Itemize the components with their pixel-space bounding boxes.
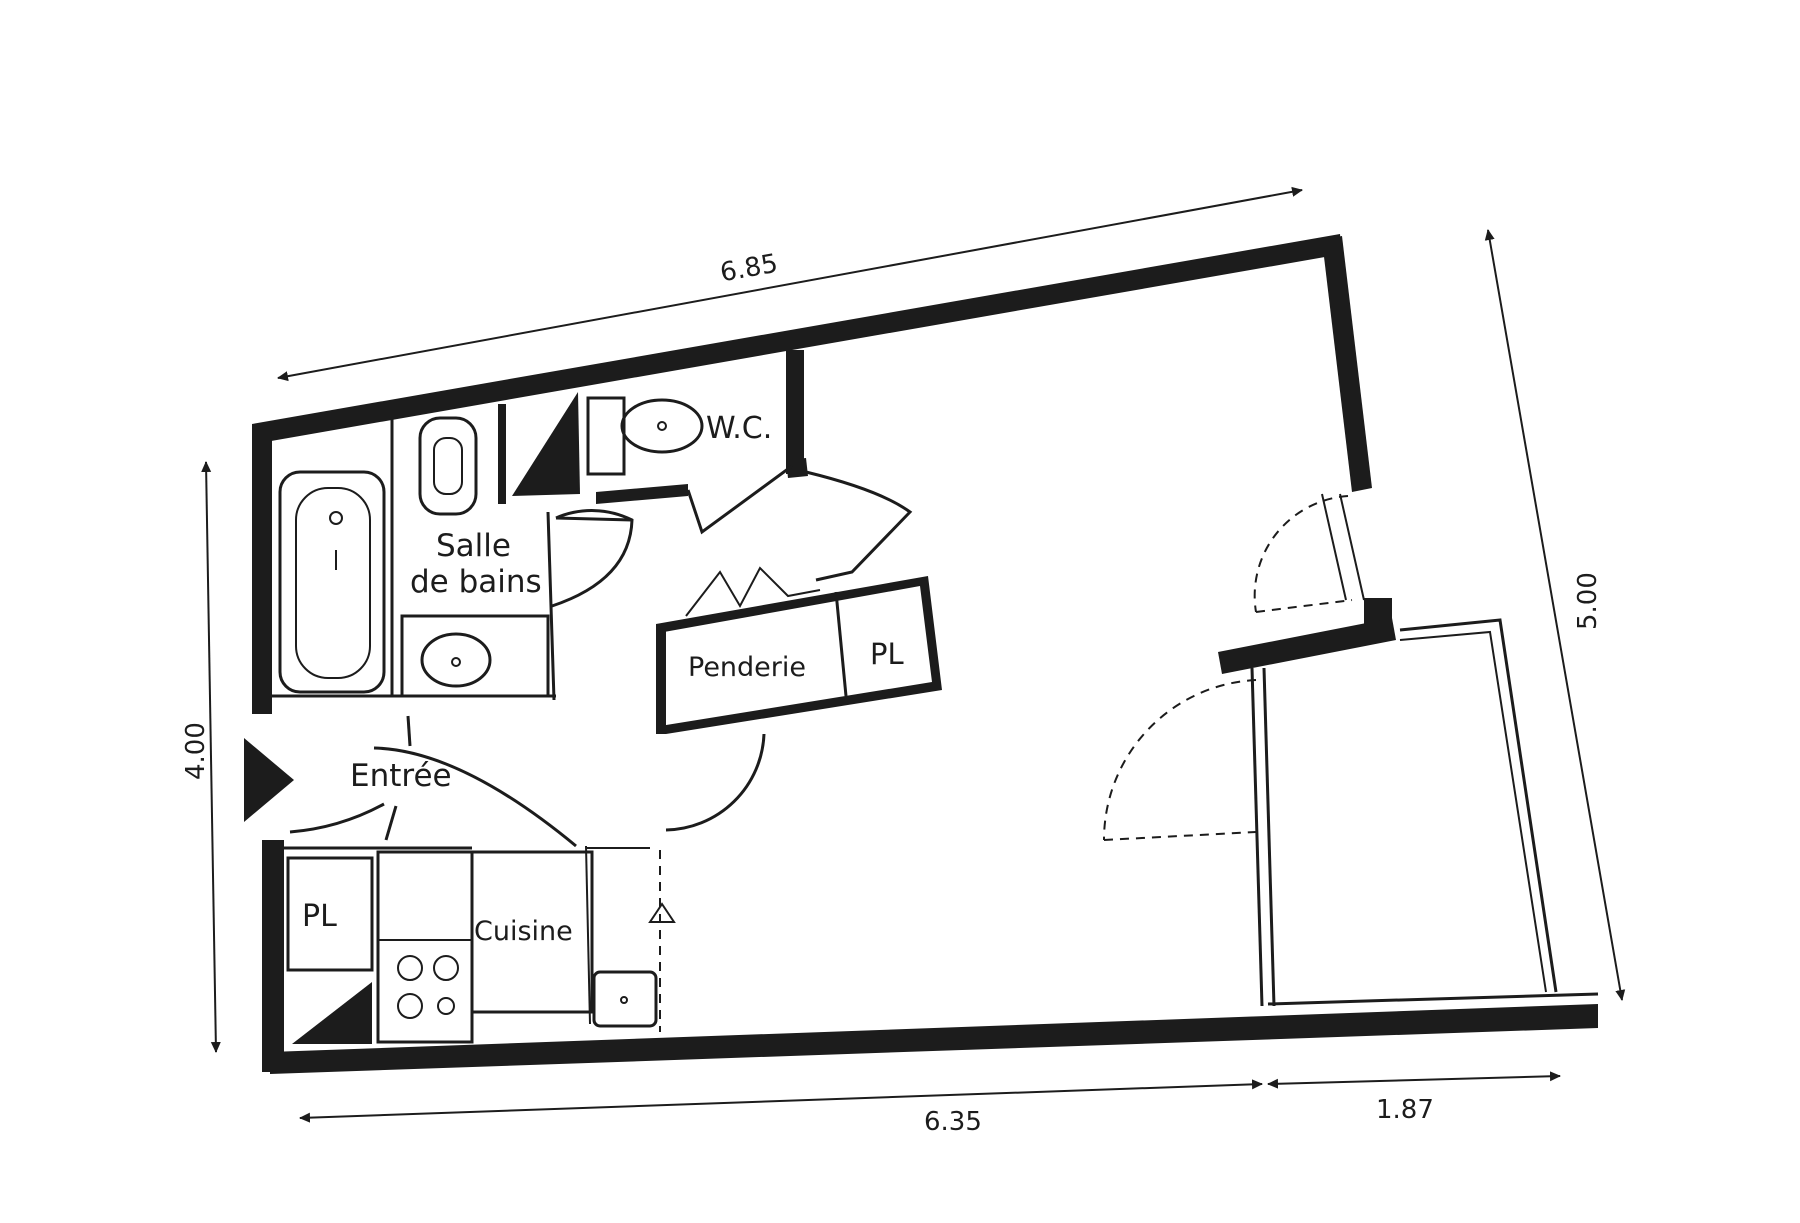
dim-label-left: 4.00 — [181, 722, 211, 780]
bathroom: Salle de bains — [272, 392, 634, 701]
balcony-railing-inner — [1399, 630, 1547, 993]
entrance-arrow-icon — [244, 738, 294, 822]
outer-walls — [252, 234, 1598, 1074]
entrance-door-arc-lower — [289, 802, 385, 834]
bathtub-inner — [295, 487, 371, 679]
wc-wall-bottom — [596, 484, 688, 504]
dimension-lines: 6.85 5.00 4.00 6.35 1.87 — [181, 186, 1626, 1137]
cupboard-upper-label: PL — [870, 637, 904, 671]
wall-balcony-divider — [1218, 618, 1396, 674]
cupboard-lower — [286, 856, 374, 972]
kitchen-shaft — [292, 982, 372, 1044]
dim-line-right — [1484, 229, 1626, 1001]
wardrobe-divider — [834, 591, 848, 697]
entrance-door-arc — [373, 746, 577, 848]
wardrobe-outline — [656, 576, 942, 734]
door-swings — [659, 495, 1353, 1032]
bathroom-label-line1: Salle — [436, 528, 511, 564]
wall-bottom — [270, 1004, 1598, 1074]
wall-right-upper — [1322, 236, 1372, 492]
dim-line-left — [201, 461, 221, 1053]
wc-label: W.C. — [706, 411, 772, 446]
wall-left-lower — [262, 840, 284, 1072]
kitchen-triangle-icon — [648, 902, 676, 923]
door-swing-balcony-upper — [1253, 495, 1349, 613]
wc-room: W.C. — [586, 350, 913, 582]
hob-ring-1 — [397, 955, 423, 981]
window-right-jamb — [1339, 493, 1365, 601]
wc-drain-icon — [657, 421, 667, 431]
dim-line-top — [277, 186, 1303, 382]
hob-ring-4 — [437, 997, 455, 1015]
wc-bowl — [620, 398, 704, 454]
wardrobe-left-wall — [656, 624, 666, 734]
balcony-window-inner — [1250, 667, 1264, 1007]
bathroom-door-arc — [551, 509, 634, 608]
dim-label-top: 6.85 — [718, 249, 780, 289]
door-swing-balcony-lower — [1102, 679, 1257, 841]
basin-counter — [400, 614, 550, 698]
hob-ring-3 — [397, 993, 423, 1019]
balcony-window-outer — [1262, 667, 1276, 1007]
kitchen-counter — [376, 850, 474, 1044]
entrance-label: Entrée — [350, 758, 452, 794]
bidet-inner — [433, 437, 463, 495]
bathroom-partition — [546, 511, 556, 701]
bathroom-door-leaf — [555, 516, 633, 522]
kitchen-drain-icon — [620, 996, 628, 1004]
balcony-edge — [1267, 992, 1599, 1006]
entrance-door-post — [384, 805, 398, 841]
hob-ring-2 — [433, 955, 459, 981]
kitchen: PL Cuisine — [284, 845, 676, 1044]
bathroom-wall-right — [498, 404, 506, 504]
kitchen-sink-block — [470, 850, 594, 1014]
shaft — [512, 392, 580, 496]
door-leaf-balcony-upper — [1255, 599, 1353, 613]
wardrobe-block: Penderie PL — [656, 566, 942, 832]
cupboard-lower-label: PL — [302, 899, 337, 934]
kitchen-fridge — [592, 970, 658, 1028]
kitchen-partition-left — [585, 845, 591, 1025]
kitchen-label: Cuisine — [474, 916, 573, 947]
balcony-railing — [1399, 618, 1558, 993]
wc-door-arc — [805, 470, 913, 582]
bathtub-drain-icon — [329, 511, 343, 525]
wardrobe-doors — [685, 566, 821, 617]
dim-label-bottom-main: 6.35 — [924, 1107, 982, 1137]
wc-door-leaf — [686, 464, 793, 535]
dim-label-right: 5.00 — [1573, 572, 1603, 630]
wc-wall-right — [786, 350, 804, 474]
wall-left-upper — [252, 424, 272, 714]
living-door-arc — [665, 733, 766, 832]
balcony — [1250, 618, 1599, 1007]
dim-line-bottom-main — [299, 1079, 1263, 1123]
basin-drain-icon — [451, 657, 461, 667]
entrance-door-jamb — [406, 715, 412, 747]
bathroom-label-line2: de bains — [410, 564, 542, 600]
wardrobe-label: Penderie — [688, 652, 806, 683]
basin — [420, 632, 492, 688]
window-right-jamb-inner — [1321, 493, 1347, 601]
door-leaf-balcony-lower — [1103, 831, 1257, 841]
entrance: Entrée — [244, 715, 577, 848]
wc-wall-bottom-right — [786, 458, 808, 478]
bidet — [418, 416, 478, 516]
wc-cistern — [586, 396, 626, 476]
dim-label-bottom-balcony: 1.87 — [1376, 1095, 1434, 1125]
dim-line-bottom-balcony — [1267, 1071, 1561, 1089]
bathtub — [278, 470, 386, 694]
